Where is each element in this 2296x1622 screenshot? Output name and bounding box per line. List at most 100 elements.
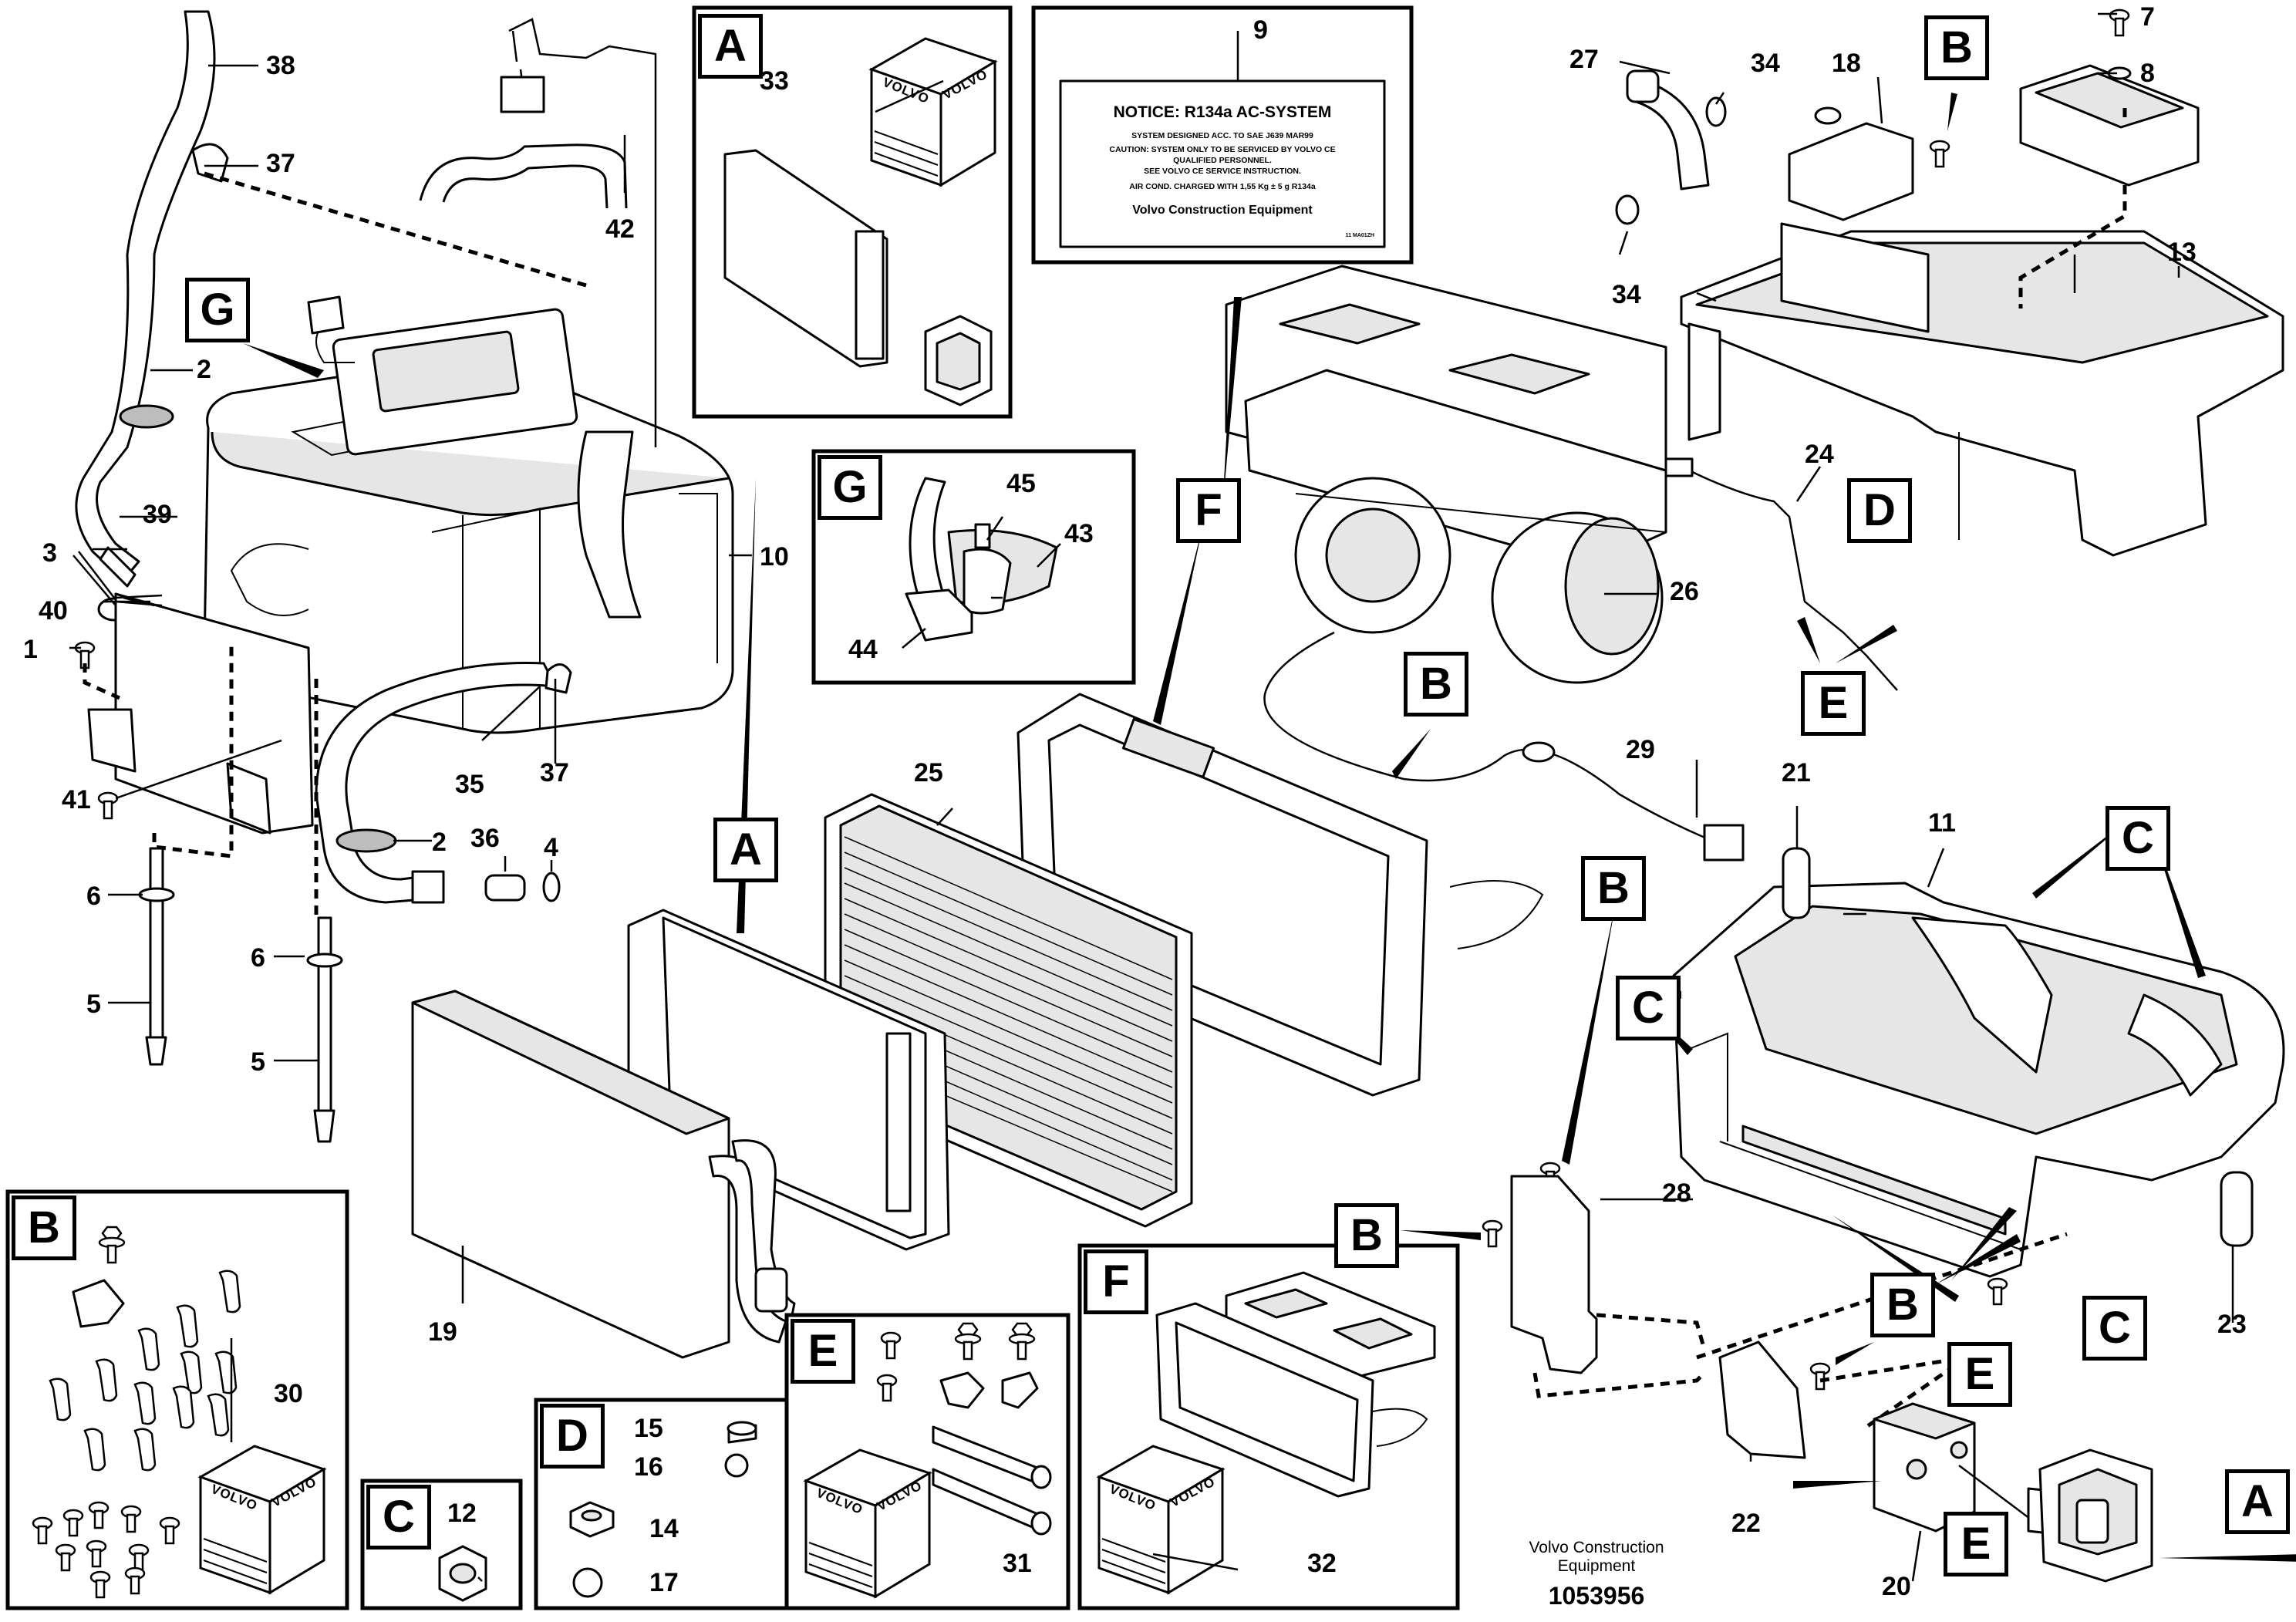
letter-box-b-kit: B (12, 1195, 76, 1260)
callout-33: 33 (760, 66, 789, 96)
callout-31: 31 (1003, 1549, 1032, 1578)
letter-box-a-kit: A (698, 14, 763, 79)
callout-2-upper: 2 (197, 355, 211, 384)
valve-bracket (1780, 222, 1930, 333)
callout-37-lower: 37 (540, 758, 569, 787)
drawing-number: 1053956 (1548, 1582, 1645, 1610)
callout-29: 29 (1626, 735, 1655, 764)
callout-16: 16 (634, 1452, 663, 1482)
footer-caption: Volvo Construction Equipment 1053956 (1512, 1539, 1681, 1610)
letter-box-f-kit: F (1084, 1249, 1148, 1314)
support-5-right (306, 916, 343, 1143)
bracket-28 (1510, 1175, 1598, 1374)
grommet-2-upper (119, 404, 174, 429)
notice-code: 11 MA01ZH (1345, 233, 1374, 238)
valve-18 (1788, 122, 1914, 221)
clamp-34-lower (1615, 194, 1640, 225)
letter-box-c-housing-left: C (1616, 976, 1681, 1040)
valve-block-20 (1873, 1402, 2037, 1533)
callout-2-lower: 2 (432, 828, 447, 857)
callout-40: 40 (39, 596, 68, 626)
notice-label-text: NOTICE: R134a AC-SYSTEM SYSTEM DESIGNED … (1064, 86, 1381, 244)
letter-box-e-bracket: E (1947, 1342, 2012, 1407)
notice-title: NOTICE: R134a AC-SYSTEM (1113, 103, 1332, 121)
connector-top (500, 76, 545, 113)
callout-23: 23 (2217, 1310, 2247, 1339)
grommet-2-lower (335, 828, 397, 853)
callout-3: 3 (42, 538, 57, 568)
callout-7: 7 (2140, 2, 2155, 32)
callout-36: 36 (470, 824, 500, 853)
evaporator-19 (411, 990, 796, 1359)
hose-27 (1630, 76, 1710, 191)
callout-25: 25 (914, 758, 943, 787)
callout-45: 45 (1006, 469, 1036, 498)
callout-13: 13 (2167, 238, 2197, 267)
callout-32: 32 (1307, 1549, 1337, 1578)
callout-24: 24 (1805, 440, 1834, 469)
letter-box-a-seal: A (2225, 1469, 2290, 1534)
callout-41: 41 (62, 785, 91, 814)
callout-1: 1 (23, 635, 38, 664)
guide-line (204, 171, 587, 288)
callout-18: 18 (1832, 49, 1861, 78)
notice-label-9 (1031, 5, 1414, 265)
letter-box-b-lower: B (1870, 1273, 1935, 1337)
callout-15: 15 (634, 1414, 663, 1443)
wire-harness-29 (1263, 631, 1713, 842)
screw-b-top (1929, 140, 1950, 168)
letter-box-d-kit: D (540, 1404, 605, 1469)
callout-11: 11 (1928, 808, 1956, 838)
screw-b-right (1987, 1277, 2008, 1306)
clamp-4 (542, 872, 561, 902)
wire-harness-top (508, 18, 657, 447)
callout-42: 42 (605, 214, 635, 244)
callout-43: 43 (1064, 519, 1094, 548)
callout-34-lower: 34 (1612, 280, 1641, 309)
letter-box-d-pointer: D (1847, 478, 1912, 543)
seal (1449, 880, 1544, 949)
letter-box-g-detail: G (818, 455, 882, 520)
leader-lines (69, 12, 2234, 1582)
hose-42-inner (442, 164, 609, 209)
bracket-22 (1718, 1340, 1806, 1459)
connector-29 (1703, 824, 1745, 862)
callout-39: 39 (143, 500, 172, 529)
clamp-37-lower (544, 663, 572, 694)
letter-box-c-kit: C (366, 1485, 431, 1549)
callout-34-upper: 34 (1751, 49, 1780, 78)
callout-27: 27 (1569, 45, 1599, 74)
fitting-hose-35 (411, 870, 445, 904)
ac-unit-assembly (203, 295, 734, 734)
callout-12: 12 (447, 1499, 477, 1528)
letter-box-g: G (185, 278, 250, 342)
screw-e (1809, 1362, 1831, 1391)
sensor-wire-24 (1681, 465, 1898, 691)
notice-line-2: CAUTION: SYSTEM ONLY TO BE SERVICED BY V… (1109, 145, 1336, 154)
footer-company-line-2: Equipment (1557, 1557, 1636, 1575)
housing-11 (1672, 882, 2285, 1278)
letter-box-c-housing-top: C (2106, 806, 2170, 871)
letter-box-e-valve: E (1944, 1512, 2008, 1576)
callout-21: 21 (1782, 758, 1811, 787)
letter-box-e-sensor: E (1801, 671, 1866, 736)
notice-line-4: SEE VOLVO CE SERVICE INSTRUCTION. (1144, 167, 1301, 176)
callout-5-left: 5 (86, 990, 101, 1019)
callout-8: 8 (2140, 59, 2155, 88)
letter-box-f-pointer: F (1176, 478, 1241, 543)
letter-box-b-housing: B (1581, 856, 1646, 921)
support-5-left (138, 847, 175, 1066)
letter-box-c-lower: C (2082, 1296, 2147, 1361)
notice-line-1: SYSTEM DESIGNED ACC. TO SAE J639 MAR99 (1131, 131, 1313, 140)
callout-28: 28 (1662, 1179, 1691, 1208)
notice-line-5: AIR COND. CHARGED WITH 1,55 Kg ± 5 g R13… (1129, 182, 1316, 191)
blower-26 (1244, 369, 1667, 684)
letter-box-e-kit: E (791, 1319, 855, 1384)
screw-b-left (1482, 1219, 1503, 1248)
filter-frame-f (1017, 693, 1428, 1097)
callout-38: 38 (266, 51, 295, 80)
notice-line-3: QUALIFIED PERSONNEL. (1173, 156, 1272, 165)
fitting-39 (99, 546, 137, 588)
callout-6-left: 6 (86, 882, 101, 911)
